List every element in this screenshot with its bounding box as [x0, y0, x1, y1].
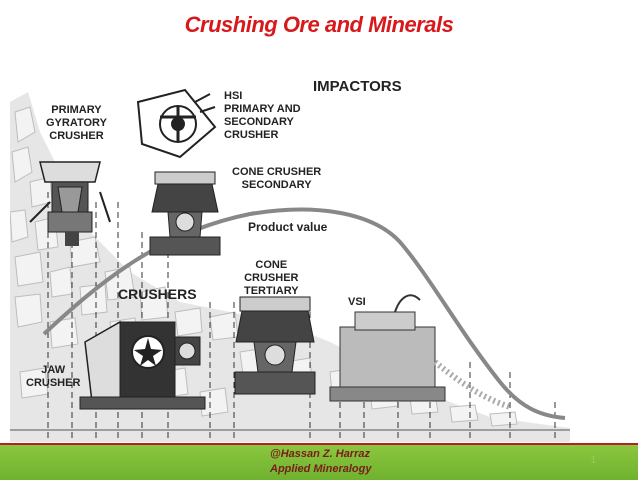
cone-secondary-label-line: SECONDARY — [241, 179, 312, 191]
gyratory-label-line: PRIMARY — [51, 104, 102, 116]
footer-credits: @Hassan Z. Harraz Applied Mineralogy — [270, 447, 371, 477]
cone-tertiary-label-line: CRUSHER — [244, 272, 299, 284]
hsi-label: HSI PRIMARY AND SECONDARY CRUSHER — [224, 90, 301, 142]
cone-tertiary-label-line: TERTIARY — [244, 285, 299, 297]
crushing-diagram: IMPACTORS HSI PRIMARY AND SECONDARY CRUS… — [9, 72, 628, 442]
cone-crusher-tertiary — [234, 296, 316, 395]
cone-secondary-label: CONE CRUSHER SECONDARY — [232, 166, 321, 192]
product-value-curve — [42, 207, 566, 420]
gyratory-crusher — [29, 161, 111, 246]
gyratory-label: PRIMARY GYRATORY CRUSHER — [46, 104, 107, 143]
cone-secondary-label-line: CONE CRUSHER — [232, 166, 322, 178]
product-value-label: Product value — [248, 220, 328, 234]
gyratory-label-line: GYRATORY — [46, 117, 107, 129]
vsi-crusher — [329, 294, 511, 410]
jaw-label-line: CRUSHER — [26, 377, 81, 389]
impactors-label: IMPACTORS — [313, 78, 402, 95]
hsi-label-line: CRUSHER — [224, 129, 279, 141]
footer-author: @Hassan Z. Harraz — [270, 448, 370, 460]
cone-tertiary-label-line: CONE — [255, 259, 288, 271]
cone-crusher-secondary — [149, 171, 221, 256]
jaw-label-line: JAW — [41, 364, 66, 376]
gyratory-label-line: CRUSHER — [49, 130, 104, 142]
vsi-label: VSI — [348, 296, 366, 308]
diagram-illustration — [9, 88, 570, 442]
jaw-label: JAW CRUSHER — [26, 364, 80, 390]
jaw-crusher — [79, 320, 206, 410]
slide-footer: @Hassan Z. Harraz Applied Mineralogy 1 — [0, 443, 638, 480]
page-number: 1 — [590, 455, 596, 466]
slide-title: Crushing Ore and Minerals — [184, 12, 454, 37]
crushers-label: CRUSHERS — [118, 286, 197, 302]
hsi-label-line: HSI — [224, 90, 243, 102]
cone-tertiary-label: CONE CRUSHER TERTIARY — [244, 259, 299, 298]
hsi-crusher — [136, 88, 217, 159]
hsi-label-line: PRIMARY AND — [224, 103, 301, 115]
footer-course: Applied Mineralogy — [270, 463, 372, 475]
hsi-label-line: SECONDARY — [224, 116, 294, 128]
